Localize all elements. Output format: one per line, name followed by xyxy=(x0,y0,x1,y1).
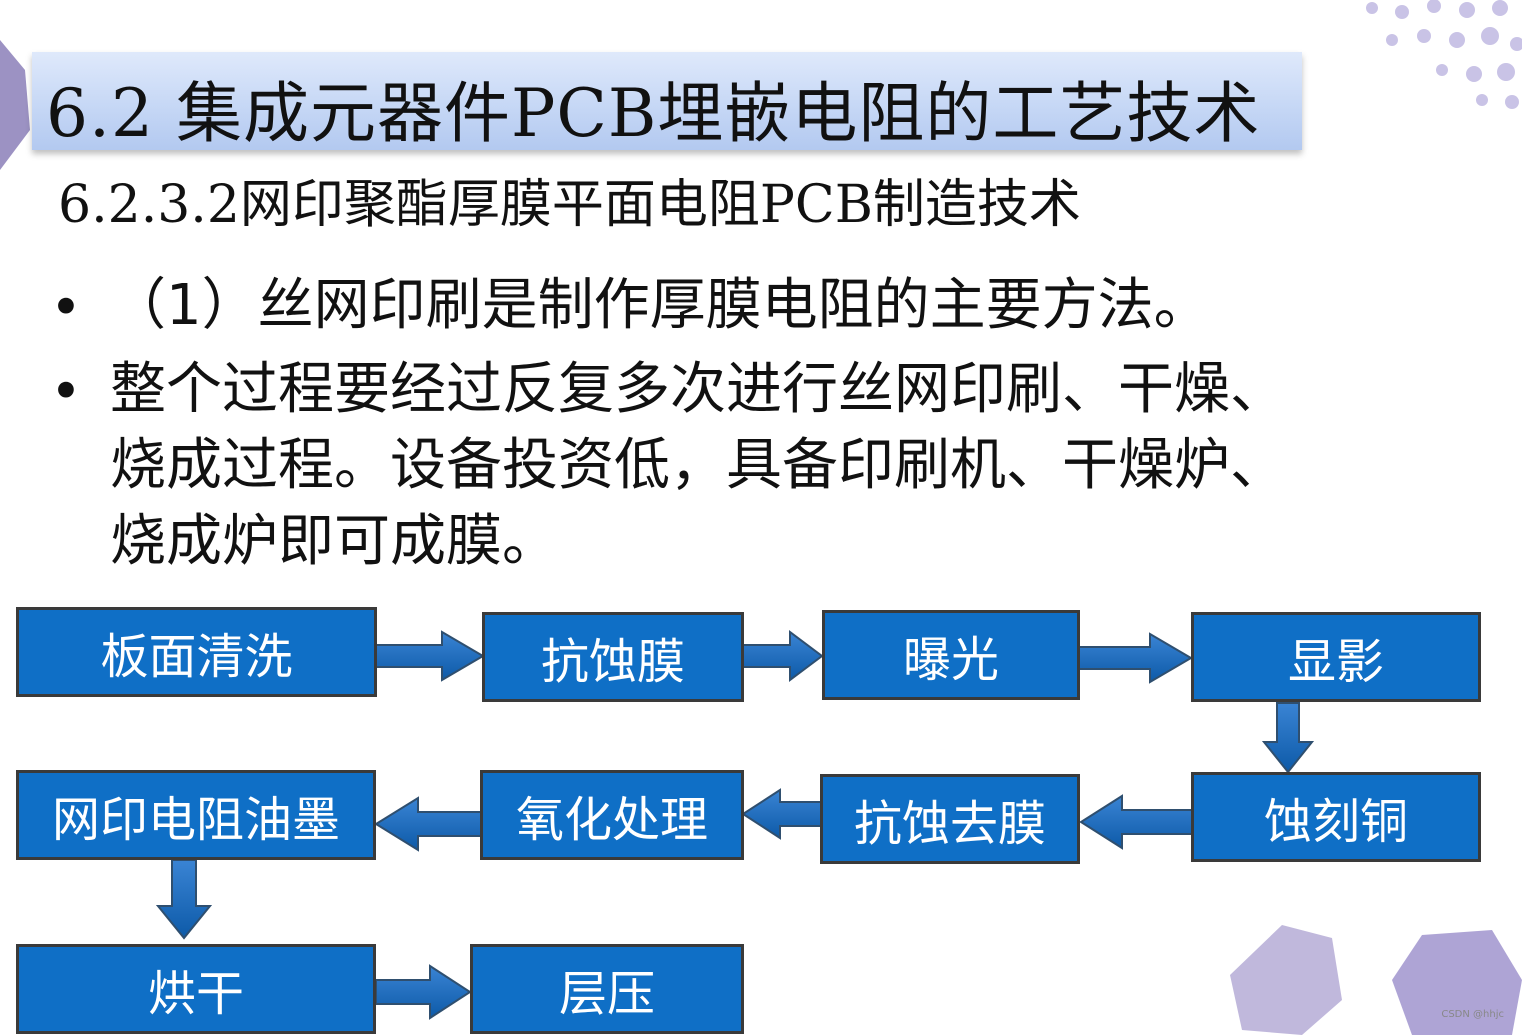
arrow-s3-s4 xyxy=(1078,634,1191,682)
flow-step-board-cleaning: 板面清洗 xyxy=(16,607,377,697)
flow-step-label: 显影 xyxy=(1288,622,1384,692)
flow-step-print-resistor-ink: 网印电阻油墨 xyxy=(16,770,376,860)
flow-step-oxidation: 氧化处理 xyxy=(480,770,744,860)
flow-step-label: 曝光 xyxy=(903,620,999,690)
flow-step-label: 抗蚀膜 xyxy=(541,622,685,692)
flow-step-copper-etching: 蚀刻铜 xyxy=(1191,772,1481,862)
arrow-s6-s7 xyxy=(743,790,822,838)
arrow-s8-s9 xyxy=(158,860,210,938)
arrow-s1-s2 xyxy=(376,632,483,680)
flow-step-label: 抗蚀去膜 xyxy=(854,784,1046,854)
arrow-s7-s8 xyxy=(376,798,482,850)
flow-step-developing: 显影 xyxy=(1191,612,1481,702)
watermark: CSDN @hhjc xyxy=(1441,1009,1504,1020)
flow-step-exposure: 曝光 xyxy=(822,610,1080,700)
flow-step-label: 网印电阻油墨 xyxy=(52,780,340,850)
flow-step-resist-stripping: 抗蚀去膜 xyxy=(820,774,1080,864)
arrow-s2-s3 xyxy=(743,632,822,680)
flow-step-label: 层压 xyxy=(559,954,655,1024)
flow-step-resist-film: 抗蚀膜 xyxy=(482,612,744,702)
arrow-s4-s5 xyxy=(1264,703,1312,772)
flow-step-label: 烘干 xyxy=(148,954,244,1024)
flow-step-label: 蚀刻铜 xyxy=(1264,782,1408,852)
flow-step-label: 板面清洗 xyxy=(100,617,292,687)
arrow-s9-s10 xyxy=(376,966,470,1018)
arrow-s5-s6 xyxy=(1081,796,1192,848)
flow-step-lamination: 层压 xyxy=(470,944,744,1034)
flow-step-label: 氧化处理 xyxy=(516,780,708,850)
flow-step-drying: 烘干 xyxy=(16,944,376,1034)
